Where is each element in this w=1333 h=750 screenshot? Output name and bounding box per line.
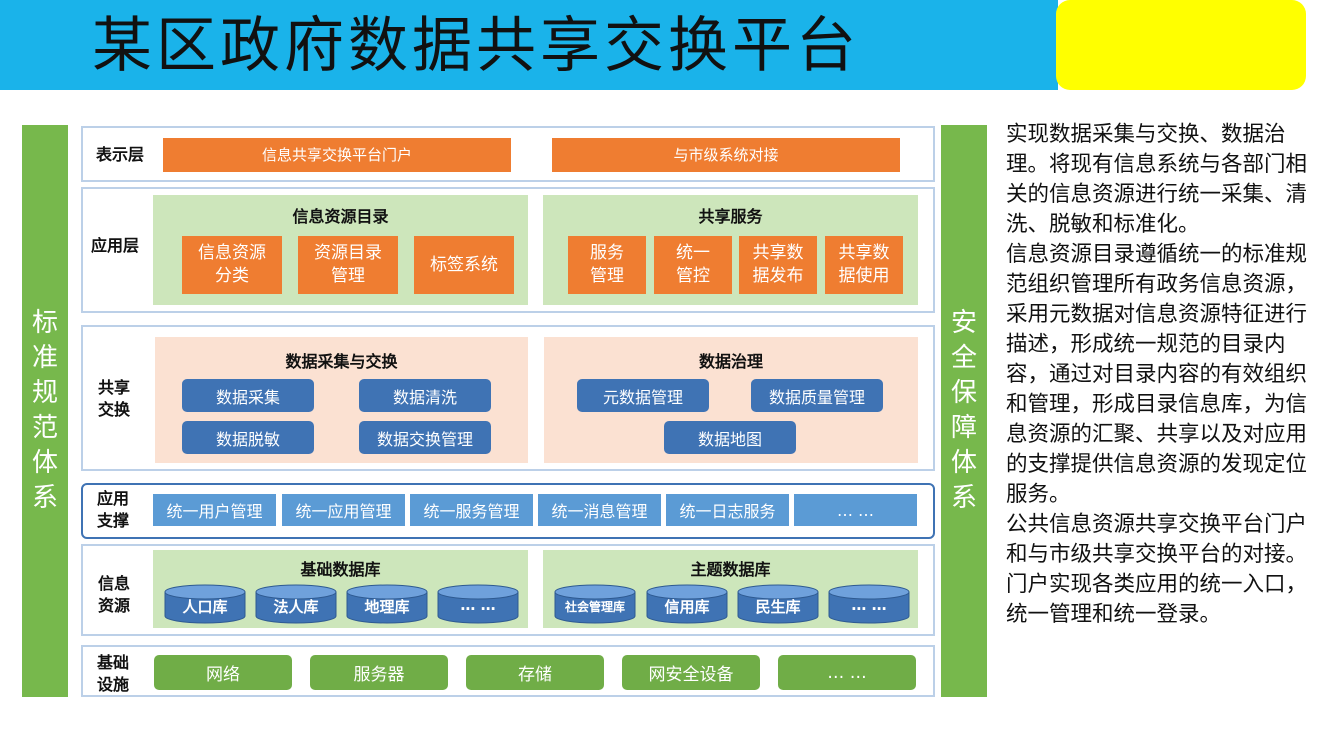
network-security-device-box: 网安全设备 [622,655,760,690]
description-paragraph: 信息资源目录遵循统一的标准规范组织管理所有政务信息资源，采用元数据对信息资源特征… [1006,242,1308,507]
base-database-title: 基础数据库 [300,560,381,579]
portal-box: 信息共享交换平台门户 [163,138,511,172]
tag-system-box: 标签系统 [414,236,514,294]
security-char: 安 [950,308,977,338]
city-docking-box: 与市级系统对接 [552,138,900,172]
legal-person-db-label: 法人库 [273,598,319,616]
standards-char: 范 [31,413,58,443]
yellow-highlight-box [1056,0,1306,90]
topic-more-db-icon: … … [827,584,911,624]
livelihood-db-icon: 民生库 [736,584,820,624]
server-box: 服务器 [310,655,448,690]
header-bar [0,0,1058,90]
standards-system-bar: 标 准 规 范 体 系 [22,125,68,697]
credit-db-icon: 信用库 [645,584,729,624]
shared-data-publish-box: 共享数 据发布 [739,236,817,294]
presentation-layer-label: 表示层 [96,145,145,164]
shared-data-use-box: 共享数 据使用 [825,236,903,294]
security-char: 障 [950,413,977,443]
geography-db-label: 地理库 [364,598,410,616]
unified-control-box: 统一 管控 [654,236,732,294]
base-more-db-icon: … … [436,584,520,624]
base-more-db-label: … … [460,596,496,614]
unified-message-management-box: 统一消息管理 [538,494,661,526]
topic-database-title: 主题数据库 [690,560,771,579]
standards-char: 体 [31,448,58,478]
standards-char: 规 [31,378,58,408]
page-title: 某区政府数据共享交换平台 [92,11,860,81]
social-management-db-icon: 社会管理库 [553,584,637,624]
storage-box: 存储 [466,655,604,690]
infrastructure-more-box: … … [778,655,916,690]
description-paragraph: 实现数据采集与交换、数据治理。将现有信息系统与各部门相关的信息资源进行统一采集、… [1006,122,1308,237]
data-collection-box: 数据采集 [182,379,314,412]
governance-title: 数据治理 [698,352,763,371]
metadata-management-box: 元数据管理 [577,379,709,412]
security-char: 系 [950,483,977,513]
livelihood-db-label: 民生库 [755,598,801,616]
unified-service-management-box: 统一服务管理 [410,494,533,526]
description-paragraph: 公共信息资源共享交换平台门户和与市级共享交换平台的对接。门户实现各类应用的统一入… [1006,512,1308,627]
sharing-services-title: 共享服务 [698,207,763,226]
description-text: 实现数据采集与交换、数据治理。将现有信息系统与各部门相关的信息资源进行统一采集、… [1006,120,1308,630]
resources-layer-label: 信息 资源 [98,574,131,615]
standards-char: 系 [31,483,58,513]
network-box: 网络 [154,655,292,690]
social-management-db-label: 社会管理库 [564,600,625,614]
standards-char: 准 [31,343,58,373]
standards-char: 标 [31,308,58,338]
unified-user-management-box: 统一用户管理 [153,494,276,526]
data-quality-management-box: 数据质量管理 [751,379,883,412]
topic-more-db-label: … … [851,596,887,614]
collect-exchange-title: 数据采集与交换 [285,352,398,371]
population-db-icon: 人口库 [163,584,247,624]
data-exchange-management-box: 数据交换管理 [359,421,491,454]
catalog-title: 信息资源目录 [292,207,389,226]
geography-db-icon: 地理库 [345,584,429,624]
application-layer-label: 应用层 [91,236,140,255]
unified-log-service-box: 统一日志服务 [666,494,789,526]
credit-db-label: 信用库 [664,598,710,616]
unified-app-management-box: 统一应用管理 [282,494,405,526]
data-cleaning-box: 数据清洗 [359,379,491,412]
service-management-box: 服务 管理 [568,236,646,294]
population-db-label: 人口库 [182,598,228,616]
security-char: 保 [950,378,977,408]
resource-classification-box: 信息资源 分类 [182,236,282,294]
support-layer-label: 应用 支撑 [97,489,130,530]
data-map-box: 数据地图 [664,421,796,454]
security-char: 全 [950,343,977,373]
infrastructure-layer-label: 基础 设施 [97,653,130,694]
security-char: 体 [950,448,977,478]
catalog-management-box: 资源目录 管理 [298,236,398,294]
legal-person-db-icon: 法人库 [254,584,338,624]
security-system-bar: 安 全 保 障 体 系 [941,125,987,697]
data-masking-box: 数据脱敏 [182,421,314,454]
exchange-layer-label: 共享 交换 [98,378,131,419]
support-more-box: … … [794,494,917,526]
